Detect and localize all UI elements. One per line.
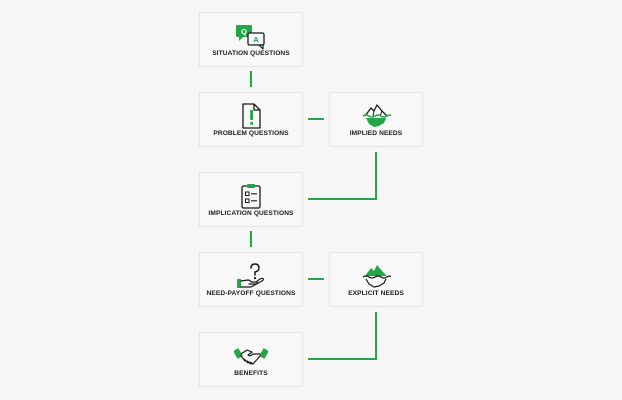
node-label: NEED-PAYOFF QUESTIONS bbox=[206, 290, 296, 297]
iceberg-outline-icon bbox=[330, 102, 422, 130]
alert-document-icon bbox=[200, 102, 302, 130]
node-label: EXPLICIT NEEDS bbox=[348, 290, 404, 297]
node-label: PROBLEM QUESTIONS bbox=[213, 130, 289, 137]
svg-text:Q: Q bbox=[241, 27, 247, 36]
node-label: SITUATION QUESTIONS bbox=[212, 50, 290, 57]
hand-question-icon bbox=[200, 262, 302, 290]
node-label: IMPLICATION QUESTIONS bbox=[208, 210, 294, 217]
node-situation-questions: Q A SITUATION QUESTIONS bbox=[199, 12, 303, 67]
node-benefits: BENEFITS bbox=[199, 332, 303, 387]
node-label: IMPLIED NEEDS bbox=[349, 130, 403, 137]
chat-qa-icon: Q A bbox=[200, 22, 302, 50]
node-problem-questions: PROBLEM QUESTIONS bbox=[199, 92, 303, 147]
connector-explicit-benefits bbox=[308, 312, 377, 360]
node-label: BENEFITS bbox=[234, 370, 268, 377]
node-need-payoff-questions: NEED-PAYOFF QUESTIONS bbox=[199, 252, 303, 307]
svg-text:A: A bbox=[253, 35, 259, 44]
connector-implied-implication bbox=[308, 152, 377, 200]
iceberg-filled-icon bbox=[330, 262, 422, 290]
node-implication-questions: IMPLICATION QUESTIONS bbox=[199, 172, 303, 227]
node-implied-needs: IMPLIED NEEDS bbox=[329, 92, 423, 147]
handshake-icon bbox=[200, 342, 302, 370]
clipboard-checklist-icon bbox=[200, 182, 302, 210]
node-explicit-needs: EXPLICIT NEEDS bbox=[329, 252, 423, 307]
